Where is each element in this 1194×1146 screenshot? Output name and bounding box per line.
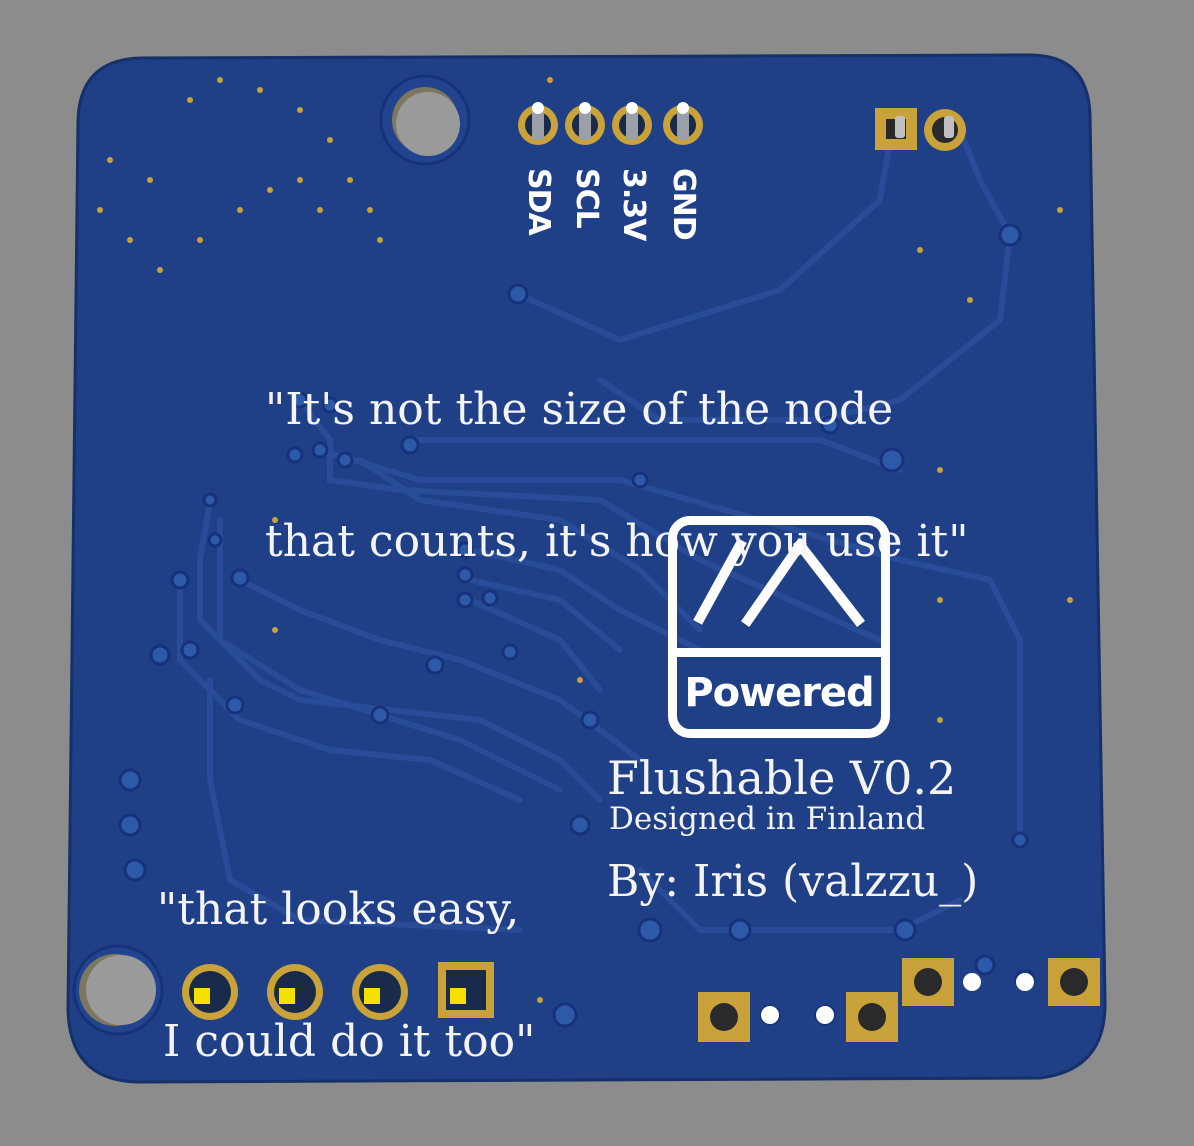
power-header: [875, 108, 966, 151]
quote-bottom-line-1: "that looks easy,: [157, 884, 520, 935]
mounting-hole-bottom: [72, 944, 164, 1036]
vias: [97, 77, 1073, 1003]
quote-top-line-1: "It's not the size of the node: [265, 384, 894, 435]
pin-label-scl: SCL: [569, 168, 604, 228]
bottom-right-pads: [698, 958, 1100, 1042]
quote-bottom-line-2: I could do it too": [163, 1016, 536, 1067]
logo-text: Powered: [684, 670, 874, 716]
powered-logo: Powered: [668, 516, 890, 738]
bottom-left-header: [182, 962, 494, 1020]
pin-label-sda: SDA: [521, 168, 556, 235]
mounting-hole-top: [379, 74, 471, 166]
pin-label-gnd: GND: [666, 168, 701, 240]
pin-label-3v3: 3.3V: [616, 168, 651, 241]
board-subtitle: Designed in Finland: [609, 801, 926, 837]
logo-divider: [677, 648, 881, 657]
copper-traces: [177, 127, 1023, 933]
board-title: Flushable V0.2: [607, 751, 957, 805]
pcb-outline: [66, 53, 1107, 1084]
logo-glyph-icon: [693, 537, 866, 628]
i2c-header: [518, 102, 703, 145]
quote-top: "It's not the size of the node that coun…: [265, 300, 968, 608]
board-author: By: Iris (valzzu_): [607, 856, 979, 907]
quote-bottom: "that looks easy, I could do it too": [157, 800, 535, 1108]
